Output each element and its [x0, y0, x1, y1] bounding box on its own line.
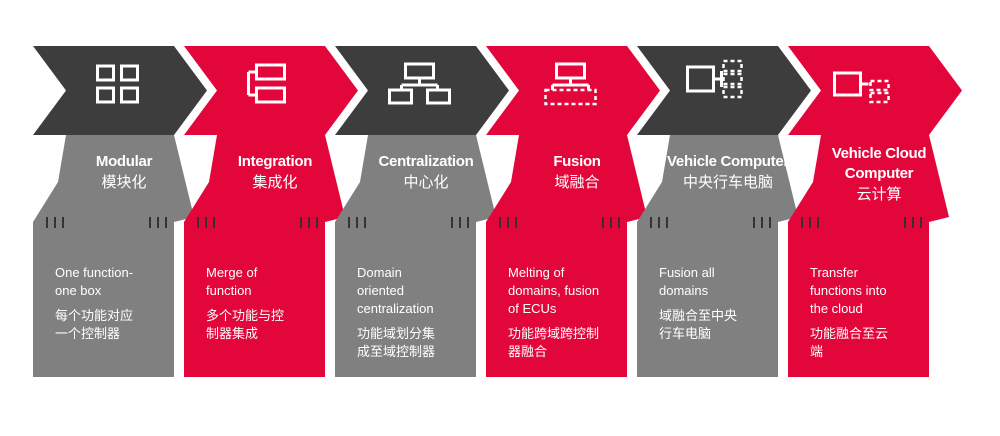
- stage-panel: [184, 222, 325, 377]
- stage-chevron: [335, 46, 509, 135]
- binder-rings: [650, 217, 771, 228]
- stage-title: Vehicle Cloud Computer: [831, 145, 927, 182]
- stage-4: [486, 46, 660, 377]
- description-en: Domain oriented centralization: [357, 265, 434, 316]
- description-en: Merge of function: [206, 265, 258, 298]
- binder-rings: [46, 217, 167, 228]
- stage-1: [33, 46, 207, 377]
- stage-panel: [33, 222, 174, 377]
- hierarchy-icon: [388, 62, 451, 105]
- description-cn: 每个功能对应 一个控制器: [55, 309, 134, 342]
- stage-description: One function- one box 每个功能对应 一个控制器: [55, 264, 170, 344]
- stage-label: Vehicle Computer 中央行车电脑: [660, 152, 796, 192]
- description-cn: 功能域划分集 成至域控制器: [357, 327, 436, 360]
- four-boxes-icon: [96, 64, 139, 104]
- stage-label: Modular 模块化: [56, 152, 192, 192]
- description-en: One function- one box: [55, 265, 134, 298]
- stage-description: Fusion all domains 域融合至中央 行车电脑: [659, 264, 774, 344]
- stage-label: Integration 集成化: [207, 152, 343, 192]
- description-cn: 功能融合至云 端: [810, 327, 889, 360]
- stage-label: Vehicle Cloud Computer 云计算: [811, 144, 947, 204]
- stage-band: [486, 135, 647, 222]
- stage-band: [184, 135, 345, 222]
- stage-title-cn: 云计算: [856, 185, 902, 203]
- stage-chevron: [788, 46, 962, 135]
- stage-title: Centralization: [378, 153, 474, 170]
- stage-description: Domain oriented centralization 功能域划分集 成至域…: [357, 264, 472, 362]
- two-boxes-icon: [247, 63, 286, 104]
- binder-rings: [197, 217, 318, 228]
- stage-chevron: [486, 46, 660, 135]
- stage-description: Merge of function 多个功能与控 制器集成: [206, 264, 321, 344]
- stage-label: Centralization 中心化: [358, 152, 494, 192]
- description-cn: 功能跨域跨控制 器融合: [508, 327, 600, 360]
- stage-title: Vehicle Computer: [667, 153, 789, 170]
- stage-description: Transfer functions into the cloud 功能融合至云 …: [810, 264, 925, 362]
- stage-title: Modular: [95, 153, 153, 170]
- stage-label: Fusion 域融合: [509, 152, 645, 192]
- stage-3: [335, 46, 509, 377]
- stage-band: [637, 135, 798, 222]
- fusion-icon: [544, 62, 597, 106]
- vehicle-computer-icon: [686, 59, 743, 99]
- stage-band: [335, 135, 496, 222]
- description-cn: 多个功能与控 制器集成: [206, 309, 285, 342]
- stage-chevron: [184, 46, 358, 135]
- stage-band: [788, 135, 949, 222]
- stage-title-cn: 模块化: [101, 173, 147, 191]
- binder-rings: [801, 217, 922, 228]
- binder-rings: [348, 217, 469, 228]
- stage-2: [184, 46, 358, 377]
- stage-panel: [486, 222, 627, 377]
- stage-title-cn: 集成化: [252, 173, 298, 191]
- stage-title: Fusion: [553, 153, 601, 170]
- stage-panel: [788, 222, 929, 377]
- description-cn: 域融合至中央 行车电脑: [659, 309, 738, 342]
- description-en: Transfer functions into the cloud: [810, 265, 887, 316]
- cloud-computer-icon: [833, 71, 890, 104]
- stage-title: Integration: [237, 153, 313, 170]
- stage-description: Melting of domains, fusion of ECUs 功能跨域跨控…: [508, 264, 623, 362]
- stage-title-cn: 中央行车电脑: [682, 173, 773, 191]
- stage-title-cn: 域融合: [554, 173, 600, 191]
- stage-band: [33, 135, 194, 222]
- stage-panel: [335, 222, 476, 377]
- description-en: Melting of domains, fusion of ECUs: [508, 265, 600, 316]
- stage-title-cn: 中心化: [403, 173, 449, 191]
- binder-rings: [499, 217, 620, 228]
- stage-6: [788, 46, 962, 377]
- stage-panel: [637, 222, 778, 377]
- description-en: Fusion all domains: [659, 265, 715, 298]
- stage-5: [637, 46, 811, 377]
